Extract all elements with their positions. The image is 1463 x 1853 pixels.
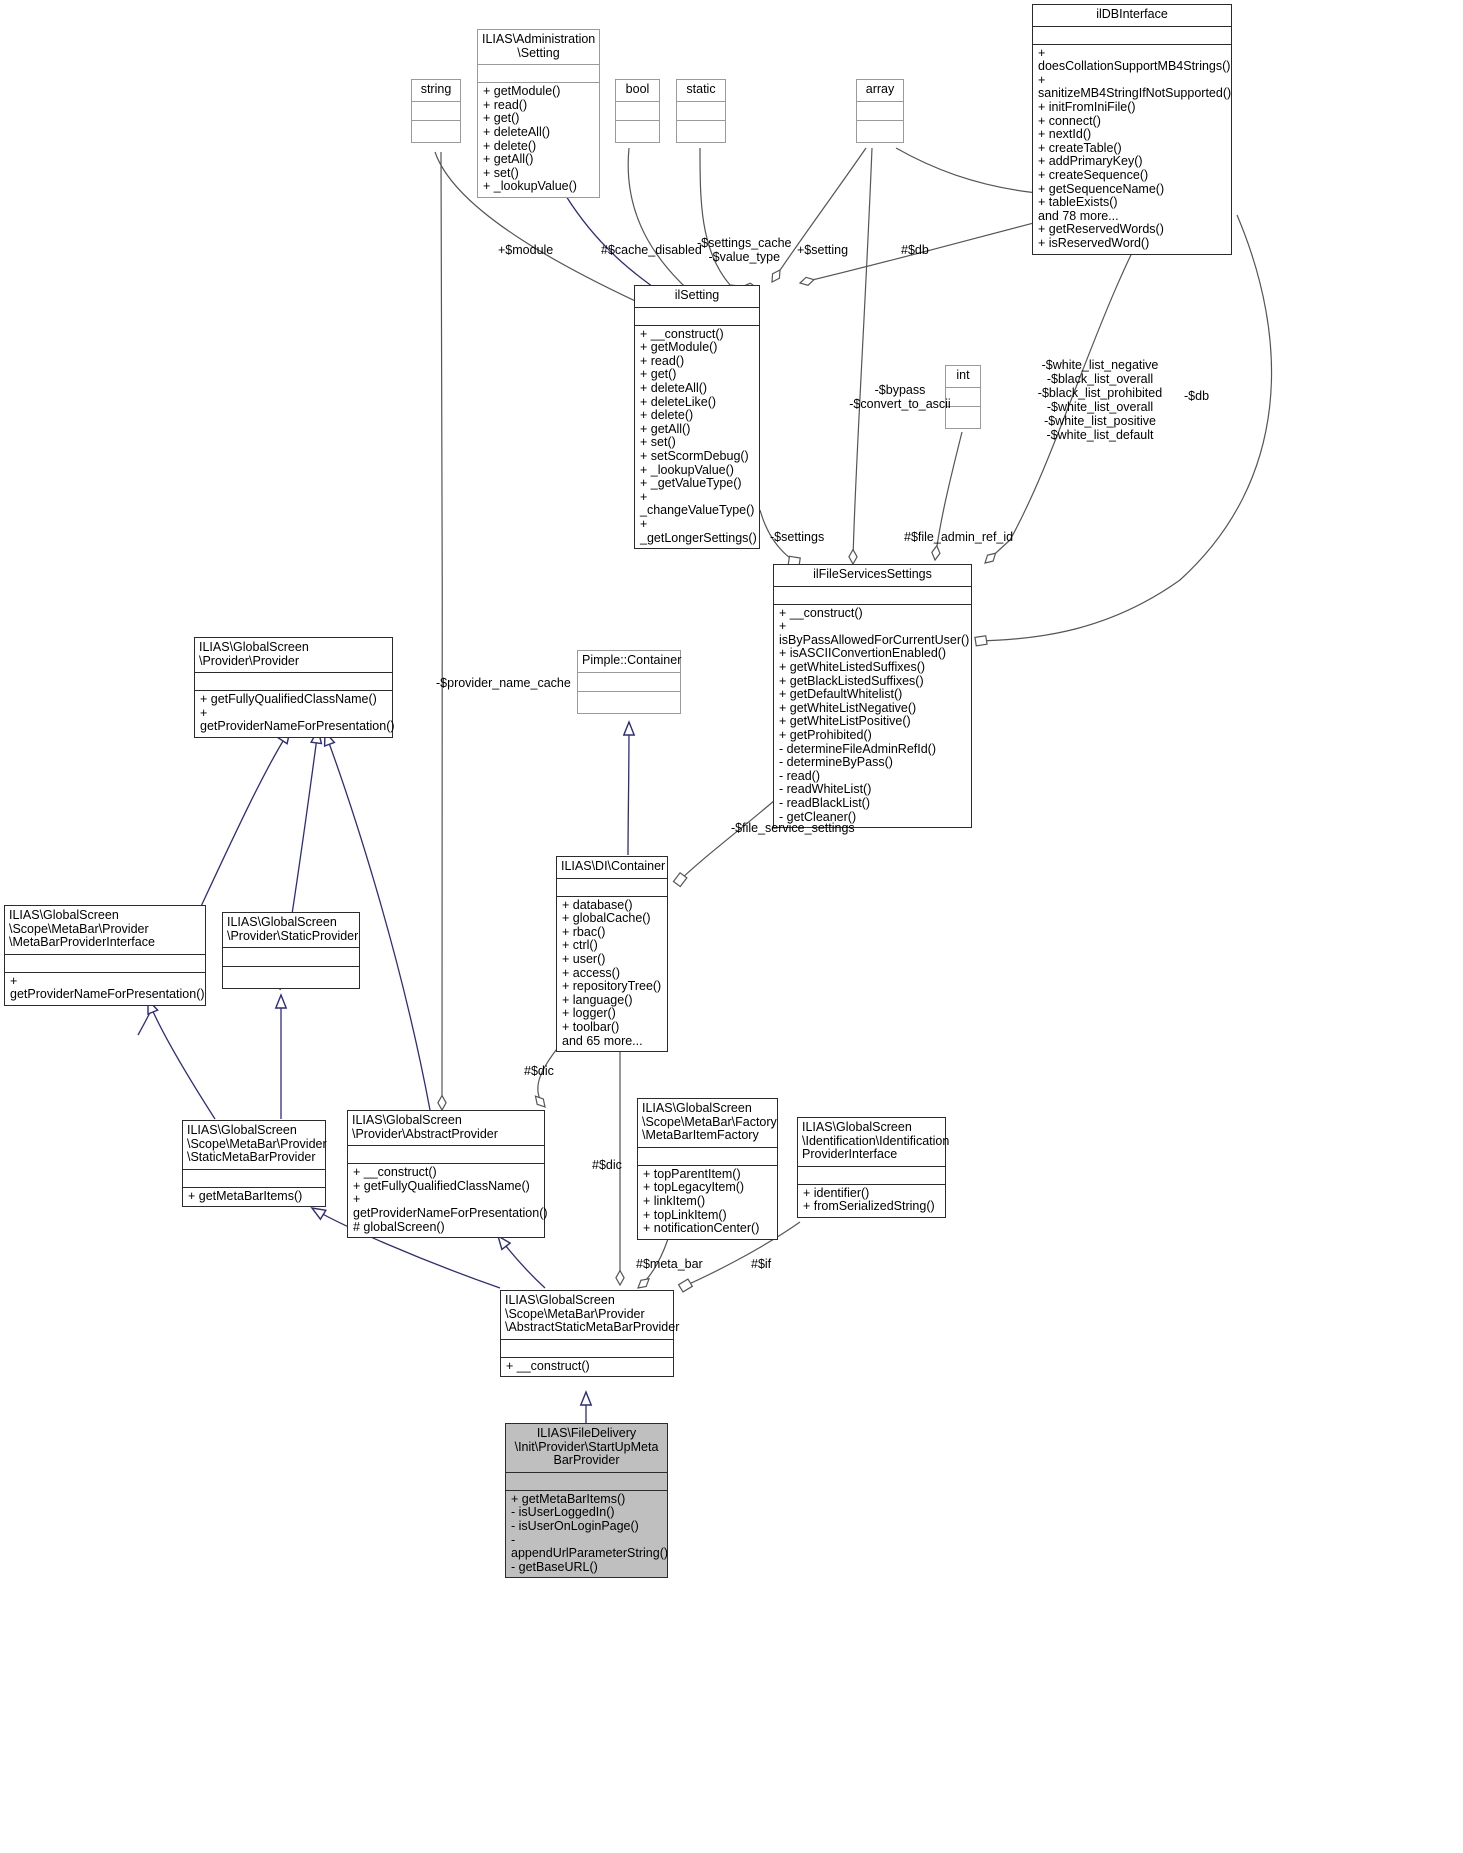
class-operations: + getModule() + read() + get() + deleteA… — [478, 82, 599, 197]
class-name: Pimple::Container — [582, 653, 682, 667]
class-attributes — [677, 100, 725, 120]
class-operations — [223, 966, 359, 988]
class-name: ILIAS\GlobalScreen \Provider\StaticProvi… — [227, 915, 359, 943]
edge-label-file-admin-ref-id: #$file_admin_ref_id — [904, 530, 1014, 544]
edge-label-db-top: #$db — [901, 243, 929, 257]
class-operations: + __construct() — [501, 1356, 673, 1377]
class-attributes — [578, 671, 680, 691]
class-box-string[interactable]: string — [411, 79, 461, 143]
class-box-ilsetting[interactable]: ilSetting + __construct() + getModule() … — [634, 285, 760, 550]
class-name: ilDBInterface — [1096, 7, 1168, 21]
class-box-pimple-container[interactable]: Pimple::Container — [577, 650, 681, 714]
class-name: ILIAS\GlobalScreen \Provider\AbstractPro… — [352, 1113, 498, 1141]
edge-label-white-black-lists: -$white_list_negative -$black_list_overa… — [1037, 358, 1163, 442]
class-attributes — [635, 306, 759, 325]
class-attributes — [5, 953, 205, 972]
edge-label-file-service-settings: -$file_service_settings — [731, 821, 855, 835]
class-operations — [578, 690, 680, 713]
class-box-di-container[interactable]: ILIAS\DI\Container + database() + global… — [556, 856, 668, 1053]
class-attributes — [412, 100, 460, 120]
class-operations: + __construct() + isByPassAllowedForCurr… — [774, 603, 971, 828]
class-operations: + identifier() + fromSerializedString() — [798, 1183, 945, 1217]
edge-label-settings-cache: -$settings_cache -$value_type — [697, 236, 792, 264]
class-box-staticprovider[interactable]: ILIAS\GlobalScreen \Provider\StaticProvi… — [222, 912, 360, 990]
class-attributes — [223, 947, 359, 966]
class-box-metabaritemfactory[interactable]: ILIAS\GlobalScreen \Scope\MetaBar\Factor… — [637, 1098, 778, 1240]
class-operations: + topParentItem() + topLegacyItem() + li… — [638, 1164, 777, 1239]
class-attributes — [774, 585, 971, 604]
class-name: ilFileServicesSettings — [813, 567, 932, 581]
class-attributes — [1033, 25, 1231, 44]
class-box-metabarproviderinterface[interactable]: ILIAS\GlobalScreen \Scope\MetaBar\Provid… — [4, 905, 206, 1006]
class-attributes — [501, 1338, 673, 1357]
edge-label-meta-bar: #$meta_bar — [636, 1257, 703, 1271]
class-attributes — [798, 1165, 945, 1184]
class-attributes — [616, 100, 659, 120]
class-operations: + getMetaBarItems() - isUserLoggedIn() -… — [506, 1489, 668, 1578]
class-name: ILIAS\GlobalScreen \Scope\MetaBar\Provid… — [187, 1123, 327, 1165]
edge-label-settings: -$settings — [770, 530, 825, 544]
class-name: ilSetting — [674, 288, 720, 302]
class-operations — [857, 119, 903, 142]
class-attributes — [638, 1146, 777, 1165]
edge-label-if: #$if — [751, 1257, 772, 1271]
edge-label-db-right: -$db — [1184, 389, 1210, 403]
class-attributes — [195, 672, 392, 690]
class-box-bool[interactable]: bool — [615, 79, 660, 143]
class-attributes — [506, 1471, 667, 1490]
class-name: array — [865, 82, 895, 96]
class-operations: + __construct() + getFullyQualifiedClass… — [348, 1163, 548, 1237]
class-operations — [946, 405, 980, 428]
class-box-ildbinterface[interactable]: ilDBInterface + doesCollationSupportMB4S… — [1032, 4, 1232, 255]
class-name: ILIAS\FileDelivery \Init\Provider\StartU… — [514, 1426, 659, 1468]
class-box-identificationproviderinterface[interactable]: ILIAS\GlobalScreen \Identification\Ident… — [797, 1117, 950, 1218]
class-attributes — [857, 100, 903, 120]
edge-label-cache-disabled: #$cache_disabled — [601, 243, 702, 257]
class-operations: + database() + globalCache() + rbac() + … — [557, 895, 667, 1052]
class-box-array[interactable]: array — [856, 79, 904, 143]
class-box-static[interactable]: static — [676, 79, 726, 143]
edge-label-bypass-convert: -$bypass -$convert_to_ascii — [849, 383, 951, 411]
edge-label-setting: +$setting — [797, 243, 849, 257]
class-name: ILIAS\GlobalScreen \Scope\MetaBar\Provid… — [9, 908, 155, 950]
class-box-globalscreen-provider-provider[interactable]: ILIAS\GlobalScreen \Provider\Provider + … — [194, 637, 395, 738]
class-name: ILIAS\Administration \Setting — [482, 32, 596, 60]
class-operations — [616, 119, 659, 142]
edge-label-dic-lower: #$dic — [592, 1158, 622, 1172]
class-name: int — [956, 368, 970, 382]
class-name: ILIAS\GlobalScreen \Identification\Ident… — [802, 1120, 950, 1162]
class-attributes — [348, 1145, 544, 1163]
class-box-administration-setting[interactable]: ILIAS\Administration \Setting + getModul… — [477, 29, 600, 198]
class-operations: + __construct() + getModule() + read() +… — [635, 324, 759, 549]
class-attributes — [557, 877, 667, 896]
class-name: bool — [625, 82, 650, 96]
class-name: static — [686, 82, 716, 96]
class-name: ILIAS\GlobalScreen \Scope\MetaBar\Provid… — [505, 1293, 680, 1335]
class-operations: + getMetaBarItems() — [183, 1186, 325, 1207]
class-attributes — [478, 64, 599, 82]
class-attributes — [946, 386, 980, 406]
edge-label-provider-name-cache: -$provider_name_cache — [436, 676, 571, 690]
class-name: ILIAS\DI\Container — [561, 859, 666, 873]
class-box-startupmetabarprovider[interactable]: ILIAS\FileDelivery \Init\Provider\StartU… — [505, 1423, 668, 1579]
class-operations: + getFullyQualifiedClassName() + getProv… — [195, 690, 395, 737]
class-name: ILIAS\GlobalScreen \Scope\MetaBar\Factor… — [642, 1101, 777, 1143]
class-box-ilfileservicessettings[interactable]: ilFileServicesSettings + __construct() +… — [773, 564, 972, 829]
edge-label-dic-upper: #$dic — [524, 1064, 554, 1078]
edge-label-module: +$module — [498, 243, 554, 257]
class-operations — [677, 119, 725, 142]
class-box-abstractprovider[interactable]: ILIAS\GlobalScreen \Provider\AbstractPro… — [347, 1110, 548, 1239]
class-operations: + doesCollationSupportMB4Strings() + san… — [1033, 43, 1231, 254]
class-box-abstractstaticmetabarprovider[interactable]: ILIAS\GlobalScreen \Scope\MetaBar\Provid… — [500, 1290, 680, 1378]
class-name: string — [420, 82, 452, 96]
class-box-staticmetabarprovider[interactable]: ILIAS\GlobalScreen \Scope\MetaBar\Provid… — [182, 1120, 327, 1208]
class-name: ILIAS\GlobalScreen \Provider\Provider — [199, 640, 309, 668]
class-operations: + getProviderNameForPresentation() — [5, 971, 205, 1005]
class-attributes — [183, 1168, 325, 1187]
class-operations — [412, 119, 460, 142]
